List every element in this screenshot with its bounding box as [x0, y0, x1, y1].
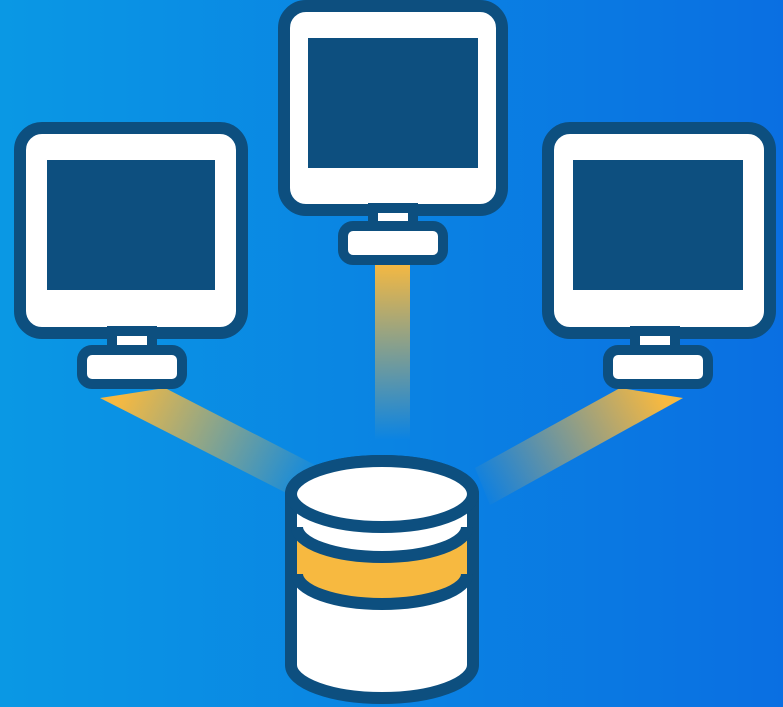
- monitor-left: [14, 122, 248, 389]
- connection-right: [475, 388, 683, 505]
- monitor-icon: [542, 122, 776, 389]
- monitor-icon: [278, 0, 508, 265]
- connections: [100, 262, 683, 505]
- monitor-center: [278, 0, 508, 265]
- monitor-right: [542, 122, 776, 389]
- connection-center: [375, 262, 410, 440]
- database-icon: [285, 455, 479, 704]
- monitor-icon: [14, 122, 248, 389]
- database: [285, 455, 479, 704]
- connection-left: [100, 388, 315, 500]
